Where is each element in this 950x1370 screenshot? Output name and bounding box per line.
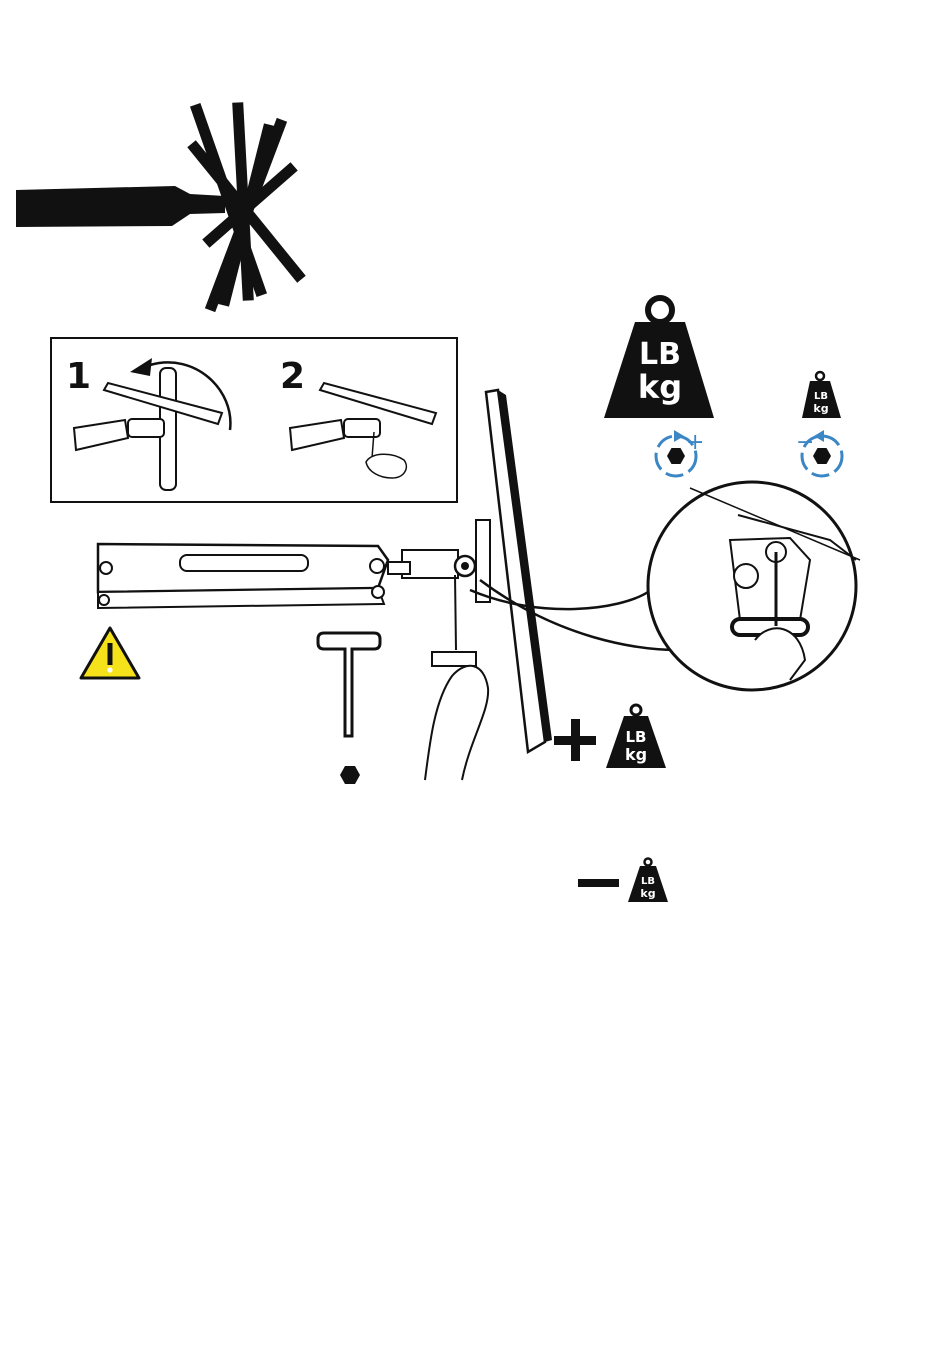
- weight-small-line1: LB: [814, 391, 828, 402]
- plus-weight-line1: LB: [626, 728, 647, 746]
- plus-weight-line2: kg: [625, 745, 647, 764]
- warning-triangle-icon: [81, 628, 139, 678]
- add-weight-icon: LB kg: [554, 705, 666, 768]
- detail-zoom-circle: [648, 482, 860, 690]
- minus-weight-line2: kg: [640, 887, 655, 900]
- weight-small-icon: LB kg: [802, 372, 841, 418]
- decrease-sign: −: [796, 430, 814, 455]
- weight-small-line2: kg: [813, 402, 828, 415]
- minus-weight-line1: LB: [641, 876, 655, 887]
- hand-holding-key-icon: [425, 666, 488, 780]
- rotate-counterclockwise-icon: −: [796, 430, 842, 476]
- swinging-arm-illustration: [16, 108, 298, 305]
- step-1-number: 1: [66, 356, 91, 397]
- weight-large-line2: kg: [638, 368, 682, 406]
- weight-large-line1: LB: [639, 337, 681, 372]
- t-handle-hex-key-icon: [318, 633, 380, 784]
- weight-large-icon: LB kg: [604, 298, 714, 418]
- hex-bolt-icon: [667, 448, 685, 464]
- step-2-number: 2: [280, 356, 305, 397]
- hex-bolt-icon: [340, 766, 360, 784]
- rotate-clockwise-icon: +: [656, 430, 704, 476]
- hex-bolt-icon: [813, 448, 831, 464]
- remove-weight-icon: LB kg: [578, 859, 668, 903]
- increase-sign: +: [686, 430, 704, 455]
- steps-panel: 1 2: [51, 338, 457, 502]
